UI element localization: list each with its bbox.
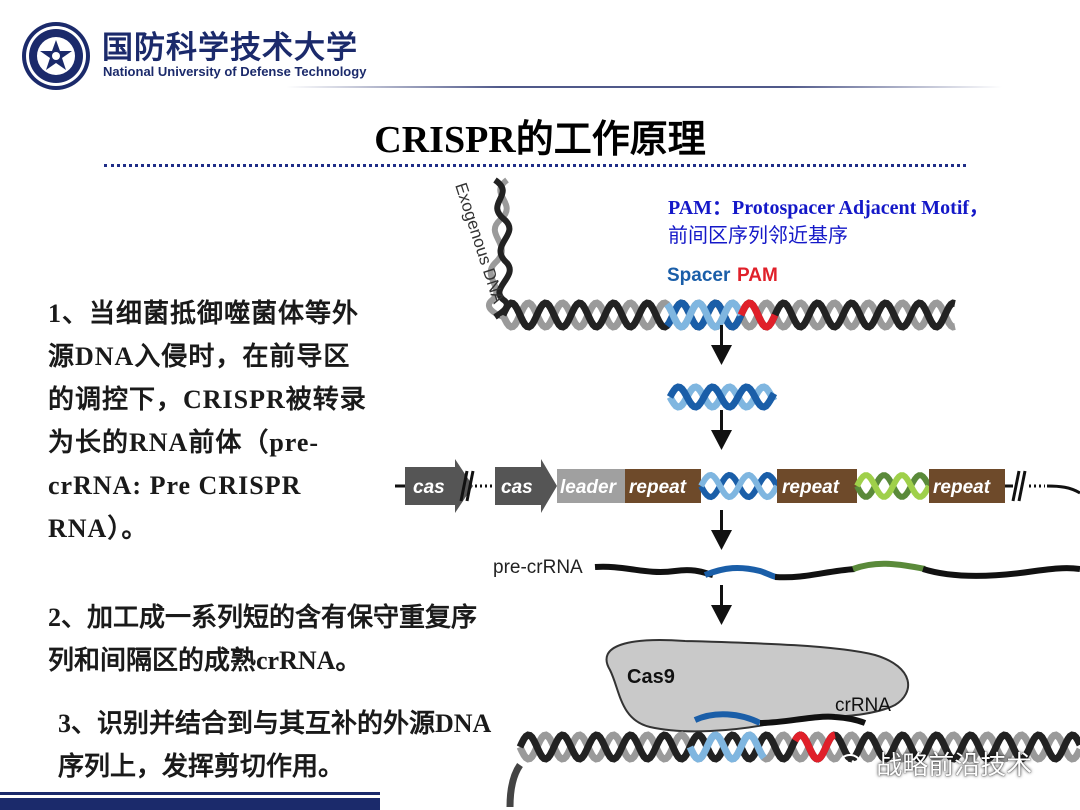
process-arrows (711, 325, 732, 625)
crrna-label: crRNA (835, 695, 891, 716)
cas9-protein (605, 639, 910, 733)
watermark-text: 战略前沿技术 (876, 751, 1033, 781)
repeat-block-2 (777, 469, 857, 503)
watermark: 战略前沿技术 (838, 745, 1032, 782)
crispr-mechanism-diagram: Exogenous DNA Spacer PAM cas cas leader … (395, 177, 1080, 808)
title-dotted-divider (104, 164, 966, 167)
spacer-label: Spacer (667, 265, 731, 286)
repeat-block-1 (625, 469, 701, 503)
leader-block (557, 469, 625, 503)
step-1-text: 1、当细菌抵御噬菌体等外源DNA入侵时，在前导区的调控下，CRISPR被转录为长… (48, 299, 367, 543)
pam-note-subtitle: 前间区序列邻近基序 (668, 225, 848, 247)
pam-label: PAM (737, 265, 778, 286)
leader-label: leader (560, 477, 618, 498)
cas-label-2: cas (501, 477, 533, 498)
pre-crrna-label: pre-crRNA (493, 557, 583, 578)
university-name-cn: 国防科学技术大学 (102, 30, 358, 66)
target-dna-helix (499, 299, 956, 331)
footer-bar (0, 792, 380, 810)
cas-gene-1 (405, 459, 473, 513)
cas9-complex: Cas9 crRNA (605, 639, 910, 733)
bottom-dna-helix (506, 731, 1080, 808)
repeat-label-3: repeat (933, 477, 991, 498)
repeat-block-3 (929, 469, 1005, 503)
cas-gene-2 (495, 459, 557, 513)
pre-crrna-strand (594, 560, 1080, 581)
step-3-text: 3、识别并结合到与其互补的外源DNA序列上，发挥剪切作用。 (58, 709, 492, 781)
crispr-locus: cas cas leader repeat repeat repeat (395, 459, 1080, 513)
university-seal-icon (22, 22, 90, 90)
header-divider (286, 86, 1002, 88)
pam-note-title: PAM：Protospacer Adjacent Motif， (668, 197, 990, 219)
spacer-fragment (666, 383, 778, 411)
slide-title: CRISPR的工作原理 (374, 119, 706, 161)
cas-label-1: cas (413, 477, 445, 498)
cas9-label: Cas9 (627, 666, 675, 688)
wechat-icon (838, 753, 868, 777)
university-name-en: National University of Defense Technolog… (103, 64, 367, 79)
pam-note: PAM：Protospacer Adjacent Motif， 前间区序列邻近基… (668, 194, 989, 250)
step-2-text: 2、加工成一系列短的含有保守重复序列和间隔区的成熟crRNA。 (48, 603, 478, 675)
repeat-label-1: repeat (629, 477, 687, 498)
repeat-label-2: repeat (782, 477, 840, 498)
